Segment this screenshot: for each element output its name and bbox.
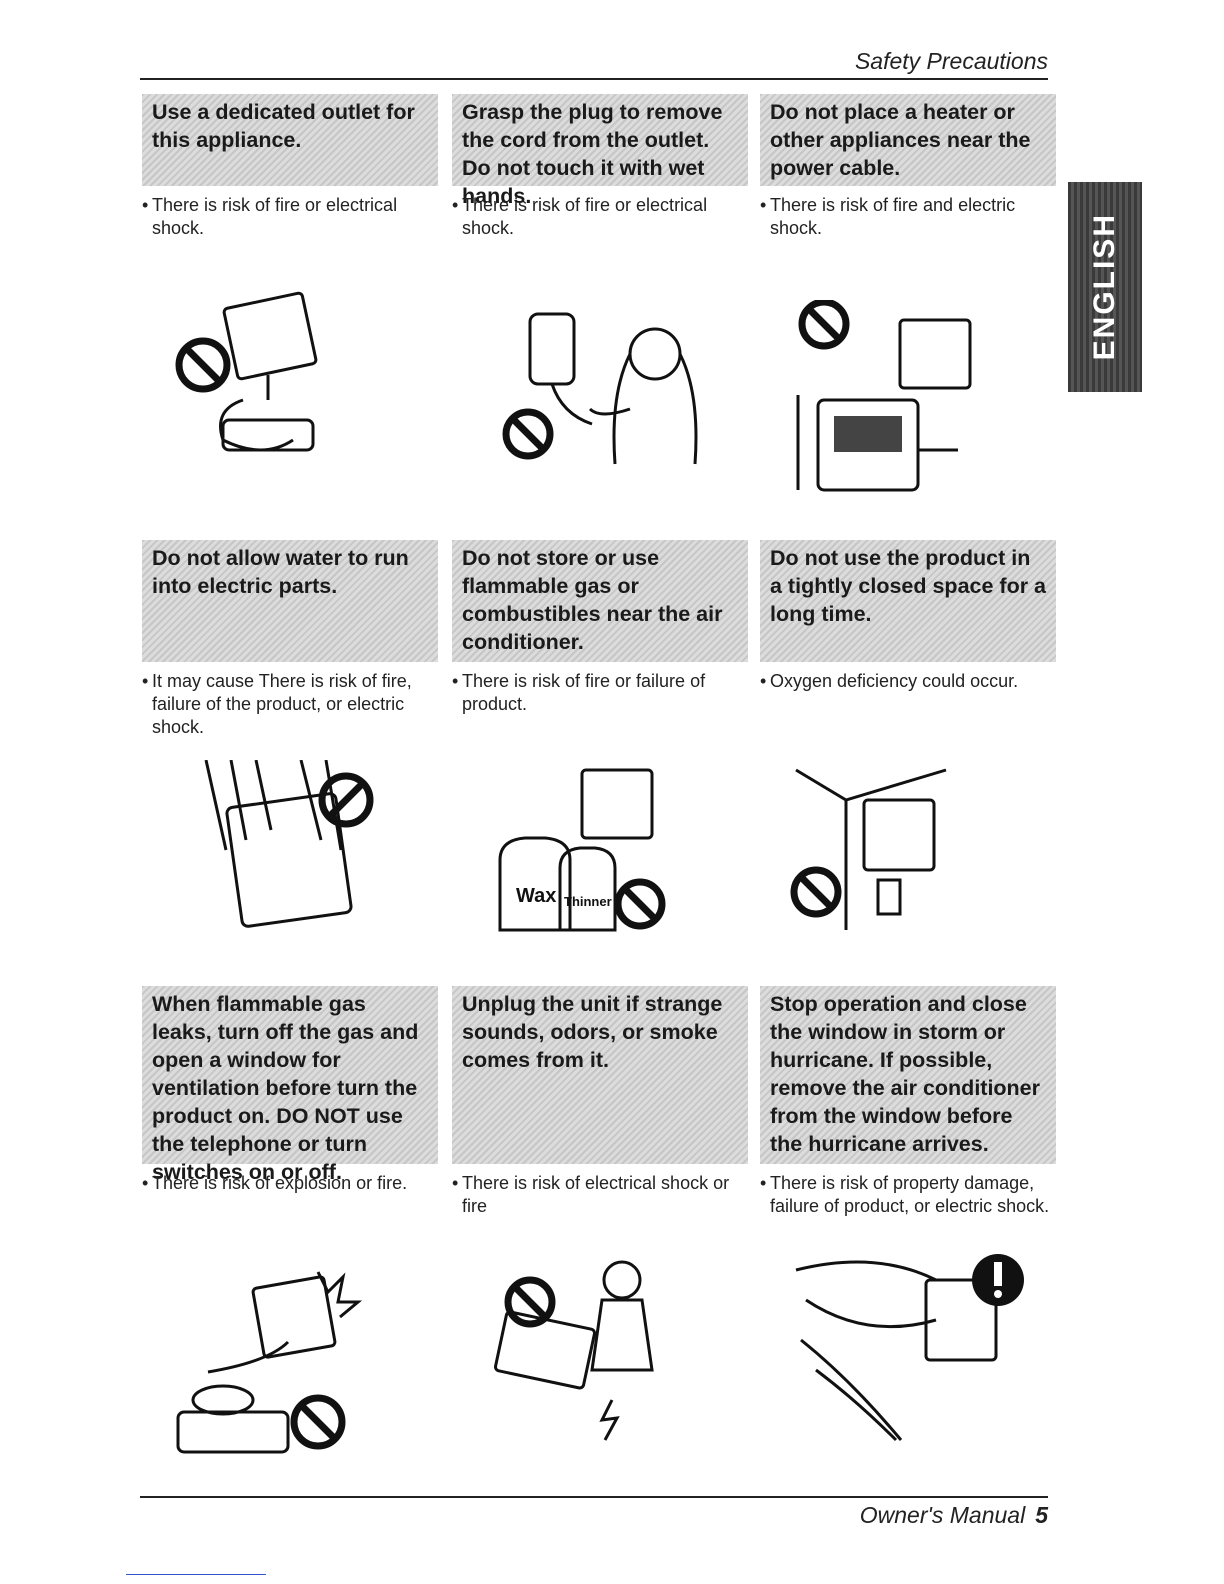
outlet-illustration [175,291,318,452]
tip-note-text: There is risk of property damage, failur… [770,1173,1050,1216]
tip-title: When flammable gas leaks, turn off the g… [142,986,438,1184]
tip-title: Grasp the plug to remove the cord from t… [452,94,748,208]
tip-note: •There is risk of electrical shock or fi… [452,1172,748,1218]
tip-note: •There is risk of fire or failure of pro… [452,670,748,716]
tip-grasp-plug: Grasp the plug to remove the cord from t… [452,94,748,240]
prohibited-icon [790,866,842,918]
tip-flammable-gas-storage: Do not store or use flammable gas or com… [452,540,748,716]
tip-note: •There is risk of fire or electrical sho… [142,194,438,240]
tip-note-text: There is risk of fire and electric shock… [770,195,1016,238]
manual-title: Owner's Manual [859,1502,1026,1528]
tip-note-text: There is risk of fire or electrical shoc… [462,195,708,238]
tip-title: Do not use the product in a tightly clos… [760,540,1056,662]
footer-rule [140,1496,1048,1498]
tip-note: •Oxygen deficiency could occur. [760,671,1019,691]
tip-note: •There is risk of fire and electric shoc… [760,194,1056,240]
prohibited-icon [504,1276,556,1328]
tip-note-text: There is risk of explosion or fire. [152,1173,408,1193]
tip-title: Do not store or use flammable gas or com… [452,540,748,662]
tip-note-text: It may cause There is risk of fire, fail… [152,671,412,737]
tip-gas-leak: When flammable gas leaks, turn off the g… [142,986,438,1195]
tip-title: Stop operation and close the window in s… [760,986,1056,1164]
page-footer: Owner's Manual 5 [860,1502,1048,1529]
tip-note: •It may cause There is risk of fire, fai… [142,670,438,739]
tip-water-electric-parts: Do not allow water to run into electric … [142,540,438,739]
tip-title: Use a dedicated outlet for this applianc… [142,94,438,186]
tip-strange-sounds: Unplug the unit if strange sounds, odors… [452,986,748,1218]
prohibited-icon [502,408,554,460]
prohibited-icon [318,772,374,828]
tip-note: •There is risk of explosion or fire. [142,1173,408,1193]
thinner-label: Thinner [564,894,612,909]
page-header-title: Safety Precautions [854,48,1048,74]
gas-leak-illustration [176,1271,363,1454]
water-illustration [204,760,374,928]
tip-note-text: There is risk of fire or electrical shoc… [152,195,398,238]
heater-illustration [796,300,972,492]
flammable-illustration: Wax Thinner [498,768,666,932]
tip-note-text: There is risk of electrical shock or fir… [462,1173,730,1216]
storm-illustration [795,1254,1024,1442]
language-tab: ENGLISH [1068,182,1142,392]
footer-link-underline [126,1574,266,1575]
tip-dedicated-outlet: Use a dedicated outlet for this applianc… [142,94,438,240]
page-number: 5 [1035,1502,1048,1528]
closed-space-illustration [790,768,947,930]
prohibited-icon [175,337,231,393]
prohibited-icon [290,1394,346,1450]
tip-heater-near-cable: Do not place a heater or other appliance… [760,94,1056,240]
tip-title: Do not allow water to run into electric … [142,540,438,662]
header-rule [140,78,1048,80]
language-tab-label: ENGLISH [1088,213,1121,361]
wax-label: Wax [516,885,556,907]
prohibited-icon [614,878,666,930]
prohibited-icon [798,300,850,350]
tip-storm-hurricane: Stop operation and close the window in s… [760,986,1056,1218]
tip-note-text: Oxygen deficiency could occur. [770,671,1019,691]
tip-note: •There is risk of fire or electrical sho… [452,194,748,240]
warning-icon [972,1254,1024,1306]
unplug-illustration [493,1260,654,1441]
tip-title: Do not place a heater or other appliance… [760,94,1056,186]
tip-note: •There is risk of property damage, failu… [760,1172,1056,1218]
tip-note-text: There is risk of fire or failure of prod… [462,671,706,714]
tip-title: Unplug the unit if strange sounds, odors… [452,986,748,1164]
plug-illustration [502,312,698,465]
tip-closed-space: Do not use the product in a tightly clos… [760,540,1056,693]
